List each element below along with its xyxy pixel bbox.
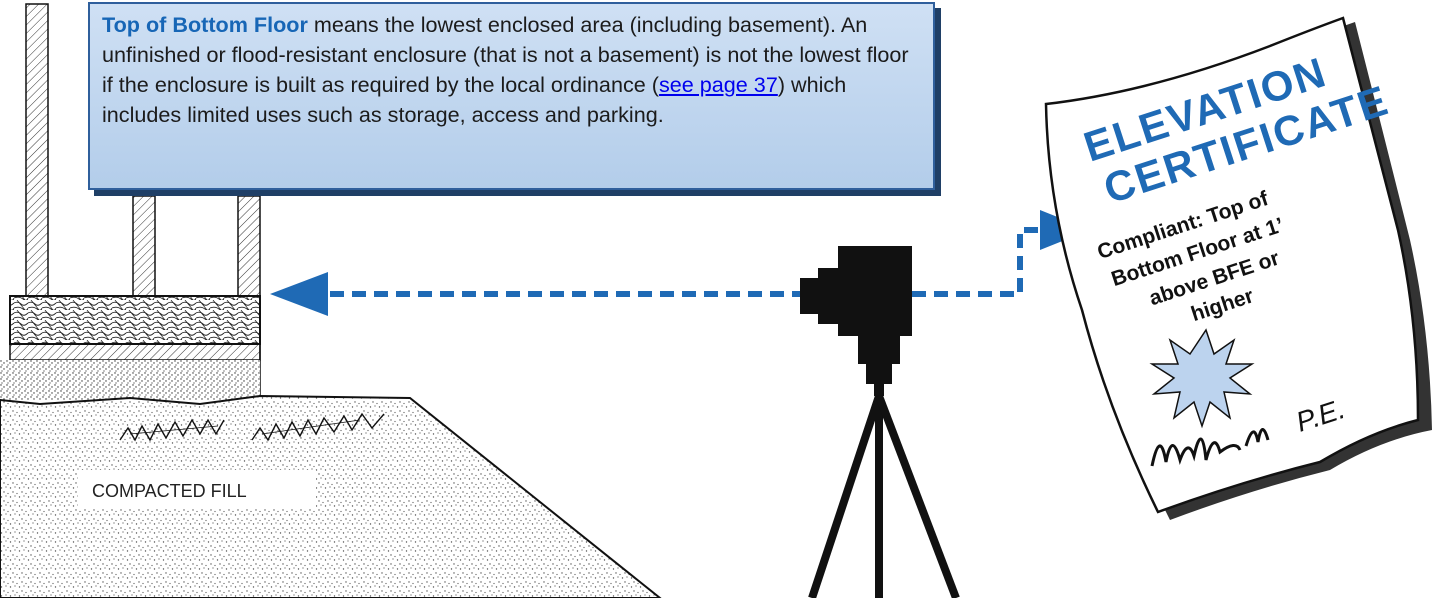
definition-callout: Top of Bottom Floor means the lowest enc… [88,2,935,190]
building-framing [25,3,261,400]
floor-beam [9,295,261,361]
starburst-seal-icon [1149,328,1255,429]
arrow-head-left [270,272,328,316]
survey-level-icon [800,246,960,598]
definition-text-part2: ) which includes limited uses such as st… [102,72,847,127]
fill-label: COMPACTED FILL [92,481,247,501]
see-page-link[interactable]: see page 37 [658,72,778,97]
compacted-fill [0,360,662,598]
signature-scribble [1150,437,1242,467]
definition-text-part1: means the lowest enclosed area (includin… [102,12,909,97]
certificate-paper [1044,16,1420,514]
definition-term: Top of Bottom Floor [102,12,308,37]
sight-line-arrow [330,227,1040,297]
